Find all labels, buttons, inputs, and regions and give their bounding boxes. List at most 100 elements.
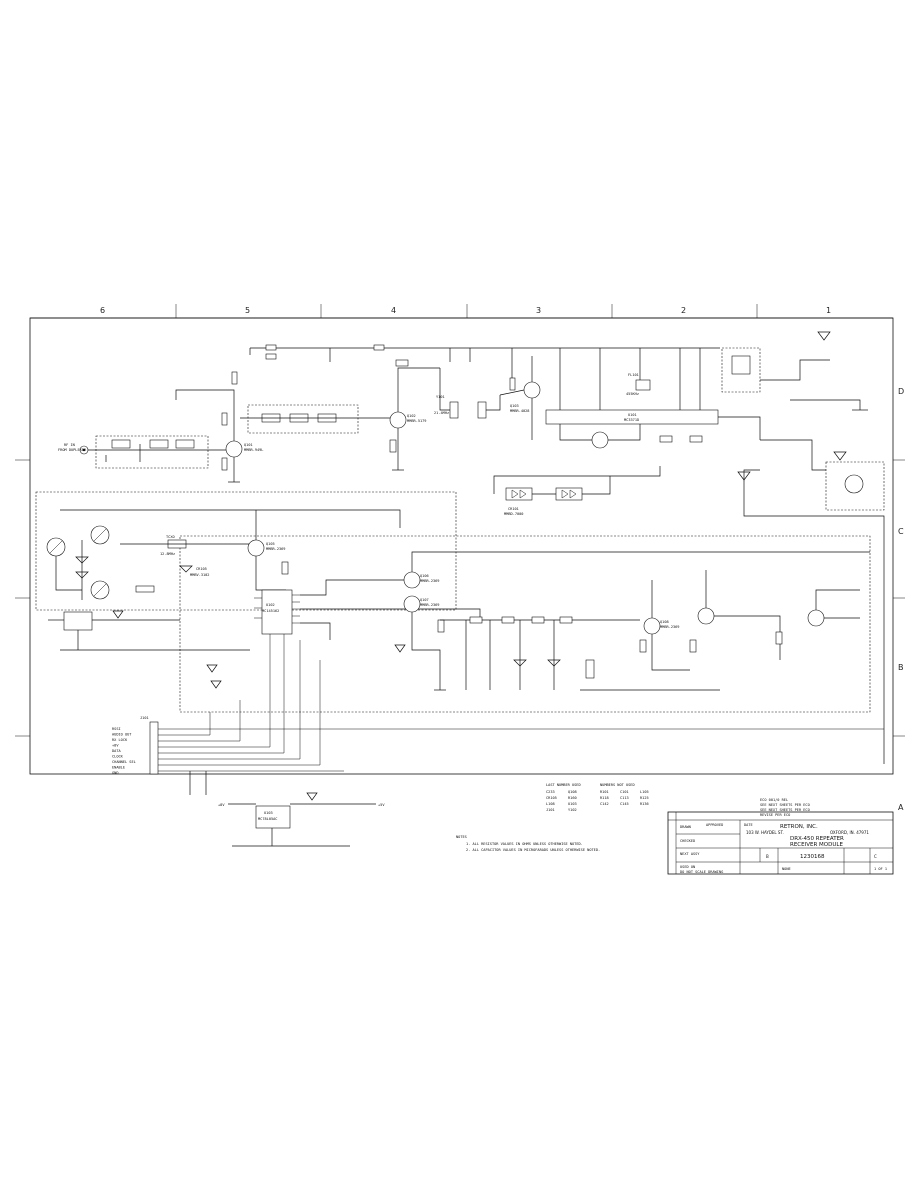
vcc5-label: +5V [378, 803, 385, 807]
u103-regulator [255, 805, 291, 829]
j101-ref-label: J101 [140, 716, 149, 720]
j101-pin-8: ENABLE [112, 766, 125, 770]
tb-drawn: DRAWN [680, 825, 691, 829]
tb-next-assy: NEXT ASSY [680, 852, 700, 856]
connector-j101: J101 RSSI AUDIO OUT RX LOCK +8V DATA CLO… [112, 634, 884, 847]
q107-part-label: MMBR-2369 [420, 603, 439, 607]
q108-transistor [643, 617, 661, 635]
bom-left-row-3b: U103 [568, 802, 577, 806]
tb-rev: C [874, 854, 877, 859]
q102-label: Q102 [407, 414, 416, 418]
tb-do-not-scale: DO NOT SCALE DRAWING [680, 870, 723, 874]
tb-revision-1: ECO 001/0 REL [760, 798, 788, 802]
bom-right-row-3b: C145 [620, 802, 629, 806]
synth-dashed-box [179, 535, 871, 713]
bom-left-row-4: J101 [546, 808, 555, 812]
bom-right-row-2a: R118 [600, 796, 609, 800]
vco-dashed-box [35, 491, 457, 611]
rf-front-end: RF IN FROM DUPLEXER Q101 MMBR-949L Q102 … [58, 331, 885, 764]
note-1: 1. ALL RESISTOR VALUES IN OHMS UNLESS OT… [466, 842, 583, 846]
q101-label: Q101 [244, 443, 253, 447]
interstage-filter-box [247, 404, 359, 434]
u102-part-label: MC145162 [262, 609, 279, 613]
bom-right-row-3c: R136 [640, 802, 649, 806]
zone-label-d: D [898, 387, 904, 396]
q107-label: Q107 [420, 598, 429, 602]
tb-size: B [766, 854, 769, 859]
zone-tick-marks [15, 304, 905, 737]
q105-transistor [247, 539, 265, 557]
q105-label: Q105 [266, 542, 275, 546]
tb-date: DATE [744, 823, 753, 827]
audio-amp-box [721, 347, 761, 393]
notes-title: NOTES [456, 835, 467, 839]
drawing-notes: NOTES 1. ALL RESISTOR VALUES IN OHMS UNL… [456, 835, 600, 852]
tb-dwg-no: 1230168 [800, 854, 825, 860]
u102-pll-chip [261, 589, 293, 635]
zone-label-a: A [898, 803, 904, 812]
tb-used-on: USED ON [680, 865, 695, 869]
zone-label-2: 2 [681, 306, 686, 315]
cr101-part-label: MMBD-7000 [504, 512, 523, 516]
cr101-diode-pair [505, 487, 533, 501]
tb-address: 103 W. HAYDEL ST. [746, 830, 784, 835]
u103-part-label: MC78L05AC [258, 817, 277, 821]
cr105-label: CR105 [196, 567, 207, 571]
tb-sheet: 1 OF 1 [874, 867, 887, 871]
q108-part-label: MMBR-2369 [660, 625, 679, 629]
bom-right-row-1b: C101 [620, 790, 629, 794]
q108-label: Q108 [660, 620, 669, 624]
rf-in-sub-label: FROM DUPLEXER [58, 448, 87, 452]
title-block: ECO 001/0 REL SEE NEXT SHEETS PER ECO SE… [667, 798, 894, 875]
helical-filter-box [95, 435, 209, 469]
cr105-varactor [179, 565, 193, 573]
tb-title-2: RECEIVER MODULE [790, 842, 843, 848]
bom-left-row-2: CR105 [546, 796, 557, 800]
q101-transistor [225, 440, 243, 458]
tb-revision-2: SEE NEXT SHEETS PER ECO [760, 803, 810, 807]
q102-transistor [389, 411, 407, 429]
bom-right-row-2c: R125 [640, 796, 649, 800]
zone-label-5: 5 [245, 306, 250, 315]
zone-label-3: 3 [536, 306, 541, 315]
u103-label: U103 [264, 811, 273, 815]
tb-title-1: DRX-450 REPEATER [790, 836, 844, 842]
bom-right-row-2b: C113 [620, 796, 629, 800]
cr105-part-label: MMBV-3102 [190, 573, 209, 577]
q106-part-label: MMBR-2369 [420, 579, 439, 583]
voltage-reg-box [63, 611, 93, 631]
q102-part-label: MMBR-5179 [407, 419, 426, 423]
bom-left-row-2b: R160 [568, 796, 577, 800]
rf-in-label: RF IN [64, 443, 75, 447]
fl101-label: FL101 [628, 373, 639, 377]
j101-pin-2: AUDIO OUT [112, 733, 132, 737]
j101-pin-4: +8V [112, 744, 119, 748]
q103-transistor [523, 381, 541, 399]
bom-left-row-4b: Y102 [568, 808, 577, 812]
j101-body [149, 721, 159, 775]
bom-left-row-1: C233 [546, 790, 555, 794]
u101-part-label: MC3371D [624, 418, 639, 422]
tcxo-label: TCXO [166, 535, 175, 539]
bom-right-row-1c: L105 [640, 790, 649, 794]
q105-part-label: MMBR-2369 [266, 547, 285, 551]
tb-revision-3: SEE NEXT SHEETS PER ECO [760, 808, 810, 812]
q101-part-label: MMBR-949L [244, 448, 263, 452]
y101-freq-label: 21.4MHz [434, 411, 449, 415]
j101-pin-1: RSSI [112, 727, 121, 731]
j101-pin-7: CHANNEL SEL [112, 760, 136, 764]
test-point-antenna-3 [817, 331, 831, 341]
q103-label: Q103 [510, 404, 519, 408]
zone-label-c: C [898, 527, 904, 536]
q106-transistor [403, 571, 421, 589]
tb-company: RETRON, INC. [780, 824, 818, 830]
u101-label: U101 [628, 413, 637, 417]
fl101-part-label: 455KHz [626, 392, 639, 396]
tcxo-freq-label: 12.8MHz [160, 552, 175, 556]
zone-label-6: 6 [100, 306, 105, 315]
tb-checked: CHECKED [680, 839, 695, 843]
test-point-antenna-2 [833, 451, 847, 461]
zone-label-b: B [898, 663, 904, 672]
output-transistor-box [825, 461, 885, 511]
